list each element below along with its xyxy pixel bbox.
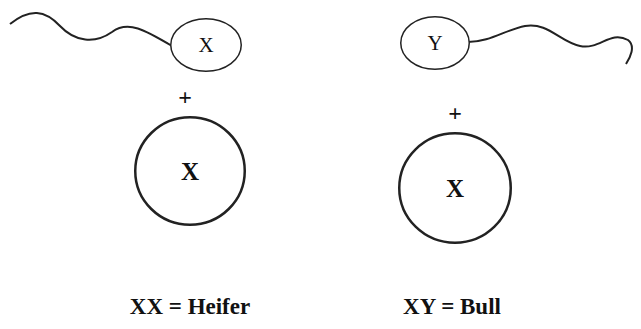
egg-cell: X <box>134 116 246 226</box>
plus-sign: + <box>178 85 192 109</box>
genotype-label: XX = Heifer <box>130 295 250 318</box>
sperm-head-shape <box>171 19 242 72</box>
sperm-head-shape <box>401 17 470 70</box>
egg-cell-shape <box>135 117 245 225</box>
plus-sign: + <box>448 101 462 125</box>
sperm-tail <box>468 25 632 64</box>
egg-cell: X <box>398 132 512 244</box>
egg-cell-shape <box>399 133 511 243</box>
chromosome-letter: X <box>181 159 199 184</box>
sperm-head: X <box>170 18 242 72</box>
genotype-label: XY = Bull <box>403 295 501 318</box>
sperm-tail <box>10 13 172 46</box>
chromosome-letter: X <box>446 176 464 201</box>
chromosome-letter: Y <box>427 33 442 54</box>
sperm-head: Y <box>400 16 470 70</box>
chromosome-letter: X <box>198 35 213 56</box>
